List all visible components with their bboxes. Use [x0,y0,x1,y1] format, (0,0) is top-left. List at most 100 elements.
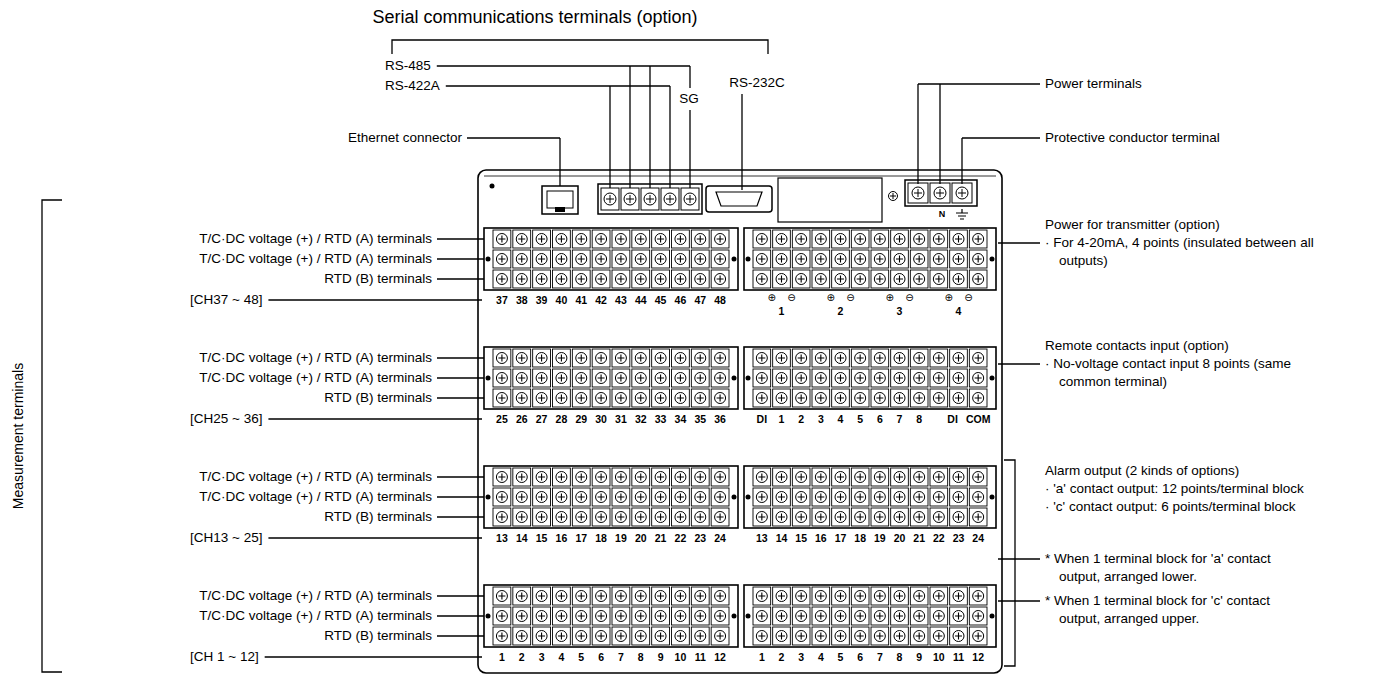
terminal-screw [776,492,787,503]
signal-name: RS-422A [385,78,440,94]
screw-slot [857,375,864,382]
screw-slot [778,355,785,362]
output-number: 4 [818,651,824,663]
terminal-screw [496,591,507,602]
terminal-screw [776,631,787,642]
terminal-cell [691,508,709,526]
terminal-screw [973,512,984,523]
terminal-cell [672,270,690,288]
terminal-screw [576,274,587,285]
screw-slot [518,395,525,402]
screw-slot [717,514,724,521]
terminal-screw [715,254,726,265]
terminal-screw [835,512,846,523]
terminal-cell [969,607,987,625]
terminal-cell [950,389,968,407]
terminal-cell [632,607,650,625]
terminal-cell [871,369,889,387]
terminal-cell [851,627,869,645]
screw-slot [538,256,545,263]
input-number: DI [947,413,958,425]
screw-slot [677,514,684,521]
terminal-cell [691,389,709,407]
terminal-screw [894,472,905,483]
screw-slot [657,633,664,640]
terminal-cell [711,508,729,526]
panel-mark [490,184,495,189]
terminal-cell [792,468,810,486]
terminal-screw [675,611,686,622]
terminal-cell [891,369,909,387]
leader-line [917,84,918,184]
note-text: · No-voltage contact input 8 points (sam… [1045,355,1321,391]
input-number: DI [757,413,768,425]
terminal-cell [691,468,709,486]
terminal-cell [632,270,650,288]
terminal-cell [612,468,630,486]
terminal-screw [815,631,826,642]
ethernet-socket [547,191,573,208]
screw-slot [817,355,824,362]
terminal-cell [773,369,791,387]
terminal-screw [536,611,547,622]
screw-slot [657,276,664,283]
terminal-cell [773,389,791,407]
screw-slot [798,256,805,263]
terminal-screw [615,492,626,503]
screw-slot [837,395,844,402]
output-number: 1 [779,305,785,317]
terminal-screw [776,254,787,265]
screw-slot [916,613,923,620]
terminal-cell [592,270,610,288]
channel-number: 9 [658,651,664,663]
leader-line [437,496,484,497]
terminal-label: T/C·DC voltage (+) / RTD (A) terminals [199,231,432,247]
terminal-cell [910,369,928,387]
terminal-screw [914,353,925,364]
screw-slot [837,256,844,263]
terminal-screw [635,591,646,602]
block-screw [746,614,751,619]
output-number: 15 [795,532,807,544]
screw-slot [598,593,605,600]
screw-slot [896,236,903,243]
channel-number: 30 [595,413,607,425]
terminal-label: T/C·DC voltage (+) / RTD (A) terminals [199,350,432,366]
terminal-screw [894,274,905,285]
channel-number: 14 [516,532,528,544]
terminal-cell [612,508,630,526]
terminal-cell [792,607,810,625]
power-terminals [908,183,972,203]
note-group: Power for transmitter (option)· For 4-20… [1045,216,1321,270]
screw-slot [916,633,923,640]
terminal-screw [756,591,767,602]
screw-slot [798,375,805,382]
screw-slot [518,355,525,362]
terminal-screw [855,611,866,622]
terminal-screw [556,393,567,404]
terminal-screw [835,353,846,364]
terminal-screw [536,274,547,285]
screw-slot [578,236,585,243]
screw-slot [538,395,545,402]
terminal-screw [953,492,964,503]
terminal-cell [493,349,511,367]
terminal-block [484,347,738,409]
screw-slot [876,375,883,382]
terminal-screw [973,631,984,642]
terminal-cell [691,627,709,645]
terminal-screw [596,492,607,503]
screw-slot [617,514,624,521]
screw-slot [717,474,724,481]
terminal-screw [914,274,925,285]
screw-slot [717,276,724,283]
terminal-cell [851,607,869,625]
channel-number: 2 [519,651,525,663]
terminal-cell [711,488,729,506]
screw-slot [935,633,942,640]
terminal-screw [556,492,567,503]
note-heading: Power for transmitter (option) [1045,216,1321,234]
terminal-screw [855,393,866,404]
terminal-screw [756,373,767,384]
channel-number: 38 [516,294,528,306]
